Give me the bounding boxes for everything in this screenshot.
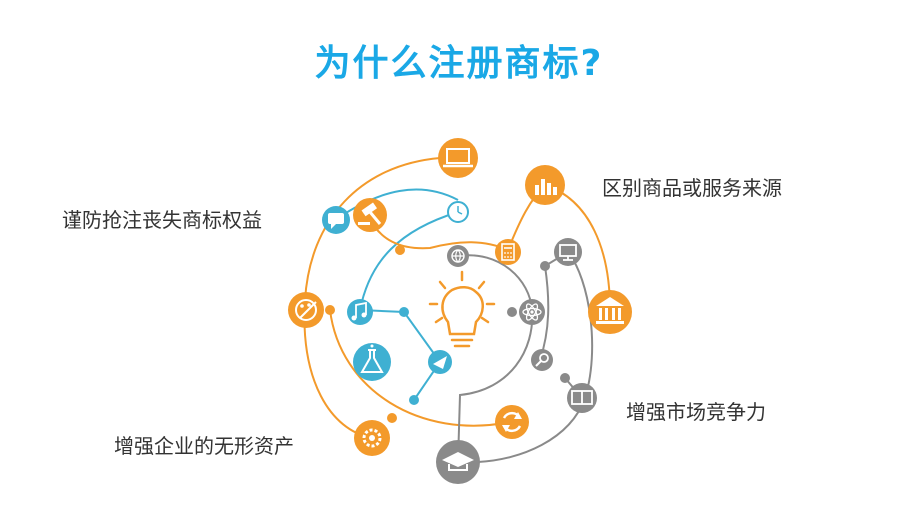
- arc-orange-inner: [367, 215, 509, 251]
- dot-teal-1: [399, 307, 409, 317]
- arc-orange-lower: [329, 309, 511, 427]
- clock-icon[interactable]: [447, 201, 469, 223]
- bar-chart-icon[interactable]: [525, 165, 565, 205]
- arc-teal-top: [337, 188, 459, 219]
- dot-orange-3: [325, 305, 335, 315]
- label-competitiveness: 增强市场竞争力: [626, 400, 766, 424]
- flask-icon[interactable]: [353, 343, 391, 381]
- dot-orange-1: [395, 245, 405, 255]
- graduation-cap-icon[interactable]: [436, 440, 480, 484]
- globe-icon[interactable]: [447, 245, 469, 267]
- lightbulb-icon: [428, 270, 496, 348]
- music-note-icon[interactable]: [347, 299, 373, 325]
- book-icon[interactable]: [567, 383, 597, 413]
- dot-gray-3: [560, 373, 570, 383]
- atom-icon[interactable]: [519, 299, 545, 325]
- connector-dots: [325, 245, 570, 423]
- paper-plane-icon[interactable]: [428, 350, 452, 374]
- chat-bubble-icon[interactable]: [322, 206, 350, 234]
- label-prevent-squatting: 谨防抢注丧失商标权益: [62, 208, 262, 232]
- laptop-icon[interactable]: [438, 138, 478, 178]
- dot-gray-2: [540, 261, 550, 271]
- refresh-icon[interactable]: [495, 405, 529, 439]
- arc-teal-inner: [359, 309, 442, 401]
- calculator-icon[interactable]: [495, 239, 521, 265]
- dot-teal-2: [409, 395, 419, 405]
- magnifier-icon[interactable]: [531, 349, 553, 371]
- bank-icon[interactable]: [588, 290, 632, 334]
- label-intangible-assets: 增强企业的无形资产: [114, 434, 294, 458]
- monitor-icon[interactable]: [554, 238, 582, 266]
- dot-orange-2: [387, 413, 397, 423]
- page-title: 为什么注册商标?: [314, 43, 604, 84]
- label-distinguish-source: 区别商品或服务来源: [602, 176, 782, 200]
- gear-icon[interactable]: [354, 420, 390, 456]
- dot-gray-1: [507, 307, 517, 317]
- palette-icon[interactable]: [288, 292, 324, 328]
- gavel-icon[interactable]: [353, 198, 387, 232]
- arc-teal-left: [359, 211, 459, 311]
